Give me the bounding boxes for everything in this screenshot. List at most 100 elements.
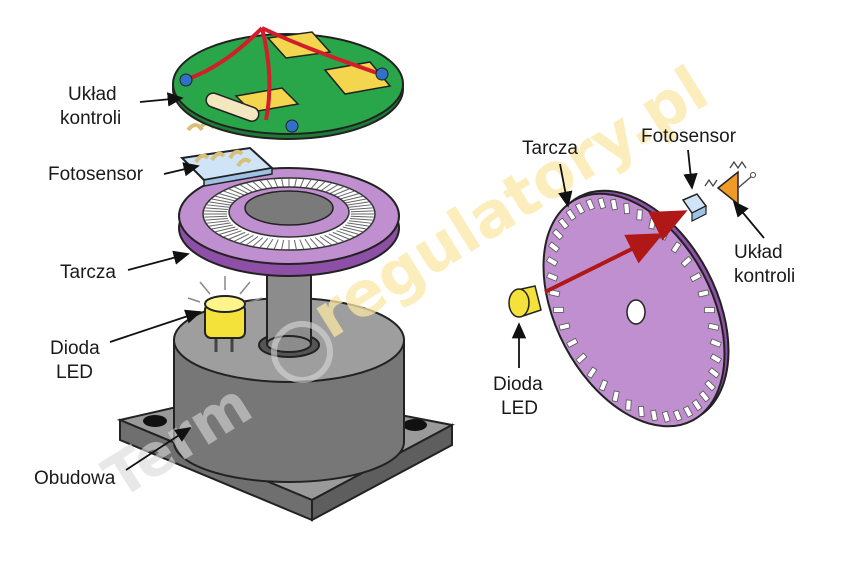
disc-tick: [209, 222, 231, 227]
led-left: [187, 276, 263, 352]
disc-slot: [565, 208, 577, 221]
disc-tick: [205, 207, 228, 210]
disc-tick: [348, 220, 372, 224]
disc-tick: [204, 215, 228, 218]
disc-slot: [598, 379, 609, 392]
disc-tick: [339, 193, 359, 200]
disc-tick: [219, 228, 239, 235]
disc-slot: [707, 367, 721, 379]
disc-tick: [345, 224, 367, 230]
disc-slot: [623, 202, 630, 215]
disc-slot: [689, 272, 702, 283]
disc-slot: [625, 399, 632, 411]
disc-slot: [709, 338, 722, 348]
disc-tick: [234, 233, 250, 242]
label-photosensor-left: Fotosensor: [48, 164, 144, 185]
disc-slot: [650, 409, 658, 422]
label-disc-left: Tarcza: [60, 262, 116, 283]
disc-slot: [553, 306, 564, 313]
leader-control-board-right: [732, 200, 765, 239]
label-led-right-line2: LED: [501, 398, 538, 419]
label-control-board-right-line1: Układ: [734, 242, 783, 263]
disc-tick: [223, 230, 242, 238]
label-housing: Obudowa: [34, 468, 116, 489]
disc-slot: [638, 405, 645, 418]
disc-slot: [546, 272, 559, 282]
label-led-left-line1: Dioda: [50, 338, 100, 359]
disc-tick: [336, 190, 355, 198]
disc-left: [178, 167, 400, 277]
disc-tick: [205, 218, 228, 221]
disc-tick: [350, 210, 374, 213]
disc-tick: [339, 228, 359, 235]
disc-tick: [211, 224, 233, 230]
leader-disc-right: [558, 163, 573, 208]
disc-tick: [332, 231, 350, 240]
disc-tick: [228, 188, 246, 197]
disc-tick: [350, 218, 373, 221]
disc-slot: [575, 352, 588, 365]
disc-slot: [551, 228, 564, 241]
disc-slot: [558, 322, 571, 331]
disc-slot: [661, 410, 671, 423]
label-control-board-right-line2: kontroli: [734, 266, 795, 287]
disc-tick: [204, 210, 228, 213]
disc-tick: [342, 195, 363, 202]
disc-slot: [704, 379, 717, 392]
disc-tick: [215, 195, 236, 202]
disc-tick: [219, 193, 239, 200]
disc-tick: [239, 234, 254, 244]
disc-tick: [309, 238, 319, 248]
disc-slot: [698, 390, 711, 403]
disc-slot: [680, 255, 693, 268]
disc-slot: [682, 405, 694, 418]
disc-tick: [350, 207, 373, 210]
disc-slot: [670, 241, 682, 254]
disc-tick: [281, 239, 285, 250]
disc-slot: [557, 217, 570, 230]
disc-tick: [246, 182, 259, 192]
disc-tick: [328, 186, 344, 195]
disc-right: [542, 189, 730, 428]
leader-control-board: [139, 92, 184, 107]
disc-tick: [345, 198, 367, 204]
amplifier-right: [716, 160, 756, 206]
disc-tick: [324, 184, 339, 194]
disc-tick: [234, 186, 250, 195]
disc-tick: [328, 233, 344, 242]
disc-slot: [585, 198, 596, 211]
disc-tick: [336, 230, 355, 238]
disc-tick: [252, 237, 264, 247]
disc-tick: [206, 204, 230, 208]
disc-tick: [266, 238, 274, 249]
leader-led-left: [109, 309, 202, 343]
label-control-board-line1: Układ: [68, 84, 117, 105]
light-beam: [544, 233, 664, 294]
disc-slot: [707, 322, 720, 331]
disc-slot: [547, 241, 561, 253]
leader-photosensor-left: [163, 162, 200, 177]
label-led-left-line2: LED: [56, 362, 93, 383]
disc-tick: [273, 239, 279, 250]
disc-tick: [228, 231, 246, 240]
label-control-board-line2: kontroli: [60, 108, 121, 129]
disc-slot: [597, 197, 607, 210]
leader-housing: [125, 427, 192, 471]
leader-disc-left: [127, 250, 190, 271]
disc-slot: [545, 256, 559, 267]
disc-tick: [319, 182, 332, 192]
disc-tick: [342, 226, 363, 233]
disc-tick: [314, 237, 326, 247]
disc-tick: [259, 238, 269, 248]
disc-tick: [211, 198, 233, 204]
disc-slot: [709, 353, 723, 364]
disc-tick: [314, 181, 326, 191]
disc-slot: [610, 198, 618, 211]
disc-tick: [239, 184, 254, 194]
disc-slot: [611, 390, 620, 403]
disc-slot: [574, 202, 586, 215]
disc-slot: [566, 337, 579, 348]
disc-tick: [324, 234, 339, 244]
label-disc-right: Tarcza: [522, 138, 578, 159]
control-board-left: [172, 26, 404, 140]
